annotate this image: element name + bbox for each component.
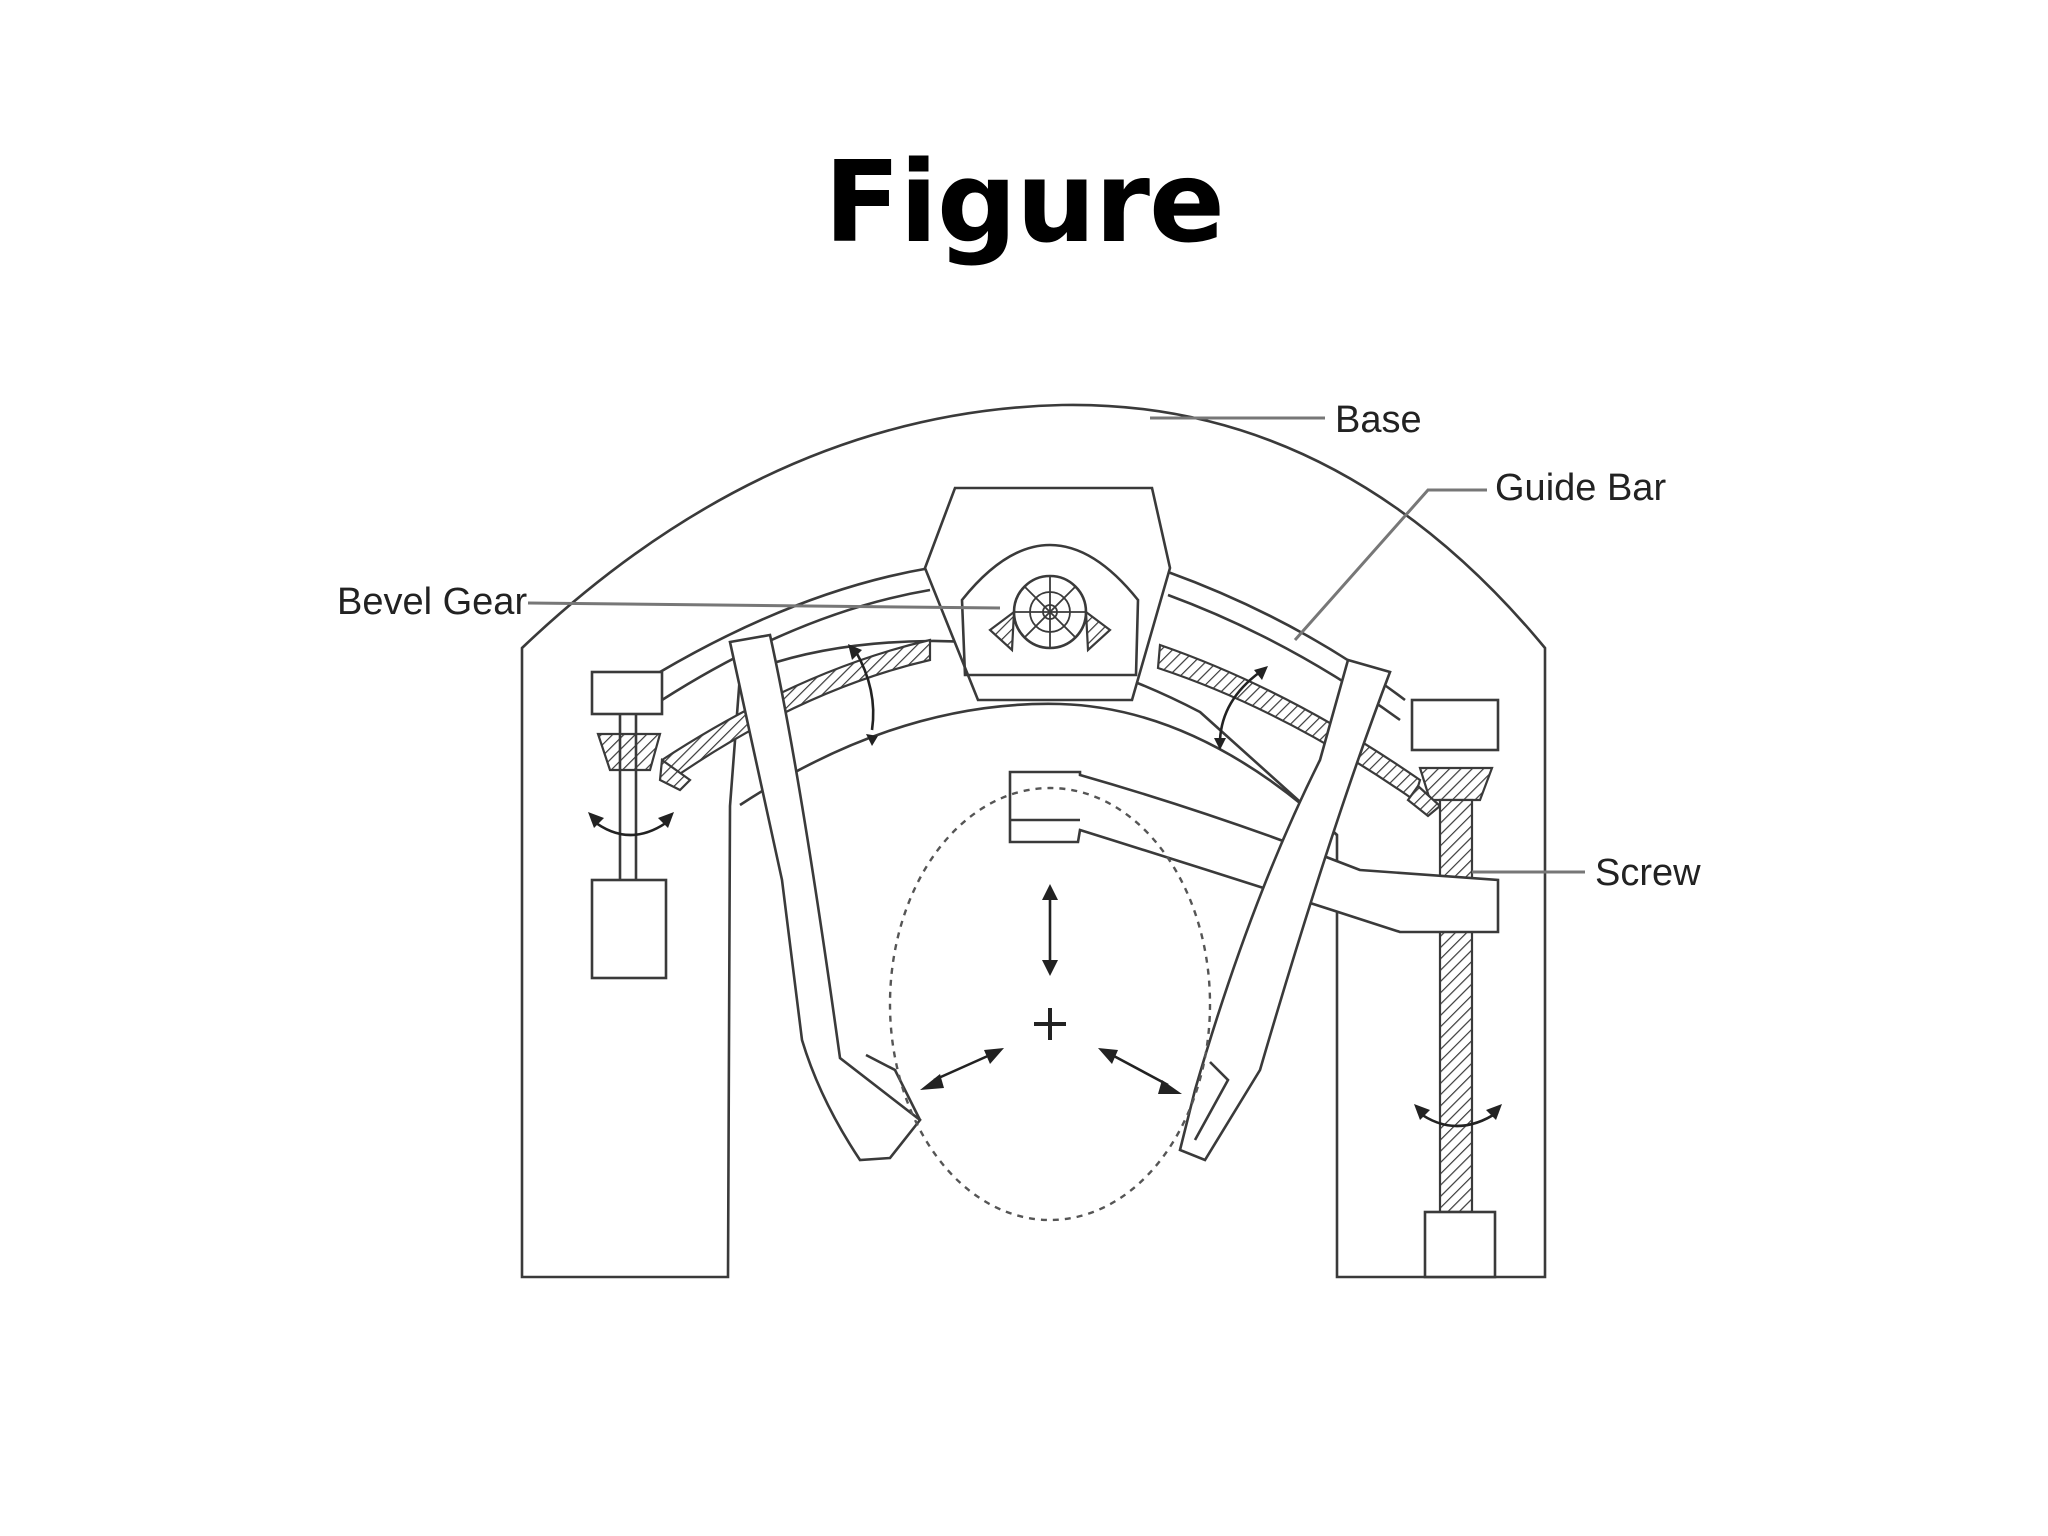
left-guide-bar [728, 633, 922, 1162]
slide-arm [1008, 770, 1500, 934]
right-diagonal-arrow-icon [1098, 1048, 1182, 1094]
guide-ring-inner [661, 588, 931, 702]
left-pinion [658, 758, 692, 792]
slide-title: Figure [824, 138, 1225, 268]
left-rotation-arrow-icon [588, 812, 674, 837]
base-frame [520, 403, 1547, 1279]
label-guide-bar: Guide Bar [1495, 467, 1666, 509]
vertical-double-arrow-icon [1042, 884, 1058, 976]
left-bevel-gear [596, 732, 662, 772]
label-screw: Screw [1595, 852, 1701, 894]
label-bevel-gear: Bevel Gear [337, 581, 527, 623]
left-jaw-pad [865, 1053, 922, 1121]
right-motor-block [1423, 1210, 1497, 1279]
right-motor-cap [1410, 698, 1500, 752]
bevel-gear-icon [988, 574, 1112, 653]
right-bevel-gear [1418, 766, 1494, 802]
guide-bar-leader [1293, 488, 1487, 641]
left-motor-block [590, 878, 668, 980]
left-motor-cap [590, 670, 664, 716]
center-cross-icon [1034, 1008, 1066, 1040]
bevel-gear-leader [527, 601, 1001, 610]
ring-rotation-arrow-right-icon [1214, 666, 1268, 750]
right-pinion [1406, 784, 1442, 818]
right-guide-bar [1178, 658, 1392, 1162]
ring-rotation-arrow-left-icon [848, 644, 878, 746]
left-diagonal-arrow-icon [920, 1048, 1004, 1090]
screw-shaft [1438, 798, 1474, 1214]
inner-arch [739, 702, 1338, 836]
right-jaw-pad [1193, 1061, 1230, 1141]
label-base: Base [1335, 399, 1422, 441]
gear-housing-window [960, 543, 1140, 677]
right-rotation-arrow-icon [1414, 1104, 1502, 1128]
workpiece-outline [888, 786, 1212, 1222]
